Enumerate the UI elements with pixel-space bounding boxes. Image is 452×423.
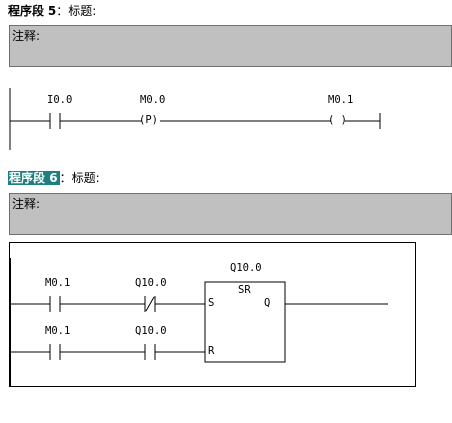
segment-6-title-label: ：标题: bbox=[59, 171, 100, 185]
segment-5-comment-label: 注释: bbox=[12, 29, 41, 43]
contact-m01-address: M0.1 bbox=[45, 277, 71, 289]
coil-m00-p-symbol[interactable]: (P) bbox=[139, 114, 158, 126]
sr-block-type[interactable]: SR bbox=[238, 284, 251, 296]
segment-6-comment-label: 注释: bbox=[12, 197, 41, 211]
contact-m01-address: M0.1 bbox=[45, 325, 71, 337]
sr-pin-q: Q bbox=[264, 297, 271, 309]
contact-q100-no-address: Q10.0 bbox=[135, 325, 167, 337]
sr-pin-r: R bbox=[208, 345, 215, 357]
contact-q100-nc-address: Q10.0 bbox=[135, 277, 167, 289]
sr-block-address: Q10.0 bbox=[230, 262, 262, 274]
contact-q100-nc-slash bbox=[145, 296, 155, 312]
coil-m00-address: M0.0 bbox=[140, 94, 166, 106]
sr-block bbox=[204, 281, 286, 363]
segment-5-title-label: ：标题: bbox=[56, 4, 97, 18]
segment-6-label: 程序段 6 bbox=[8, 171, 60, 185]
coil-m01-symbol[interactable]: ( ) bbox=[328, 114, 347, 126]
segment-5-label: 程序段 bbox=[8, 4, 45, 18]
sr-pin-s: S bbox=[208, 297, 215, 309]
segment-5-comment-box[interactable]: 注释: bbox=[9, 25, 452, 67]
segment-5-title[interactable]: 程序段 5：标题: bbox=[8, 3, 96, 19]
segment-6-comment-box[interactable]: 注释: bbox=[9, 193, 452, 235]
segment-5-number: 5 bbox=[47, 4, 57, 18]
contact-i00-address: I0.0 bbox=[47, 94, 73, 106]
segment-6-title[interactable]: 程序段 6：标题: bbox=[8, 170, 100, 186]
coil-m01-address: M0.1 bbox=[328, 94, 354, 106]
